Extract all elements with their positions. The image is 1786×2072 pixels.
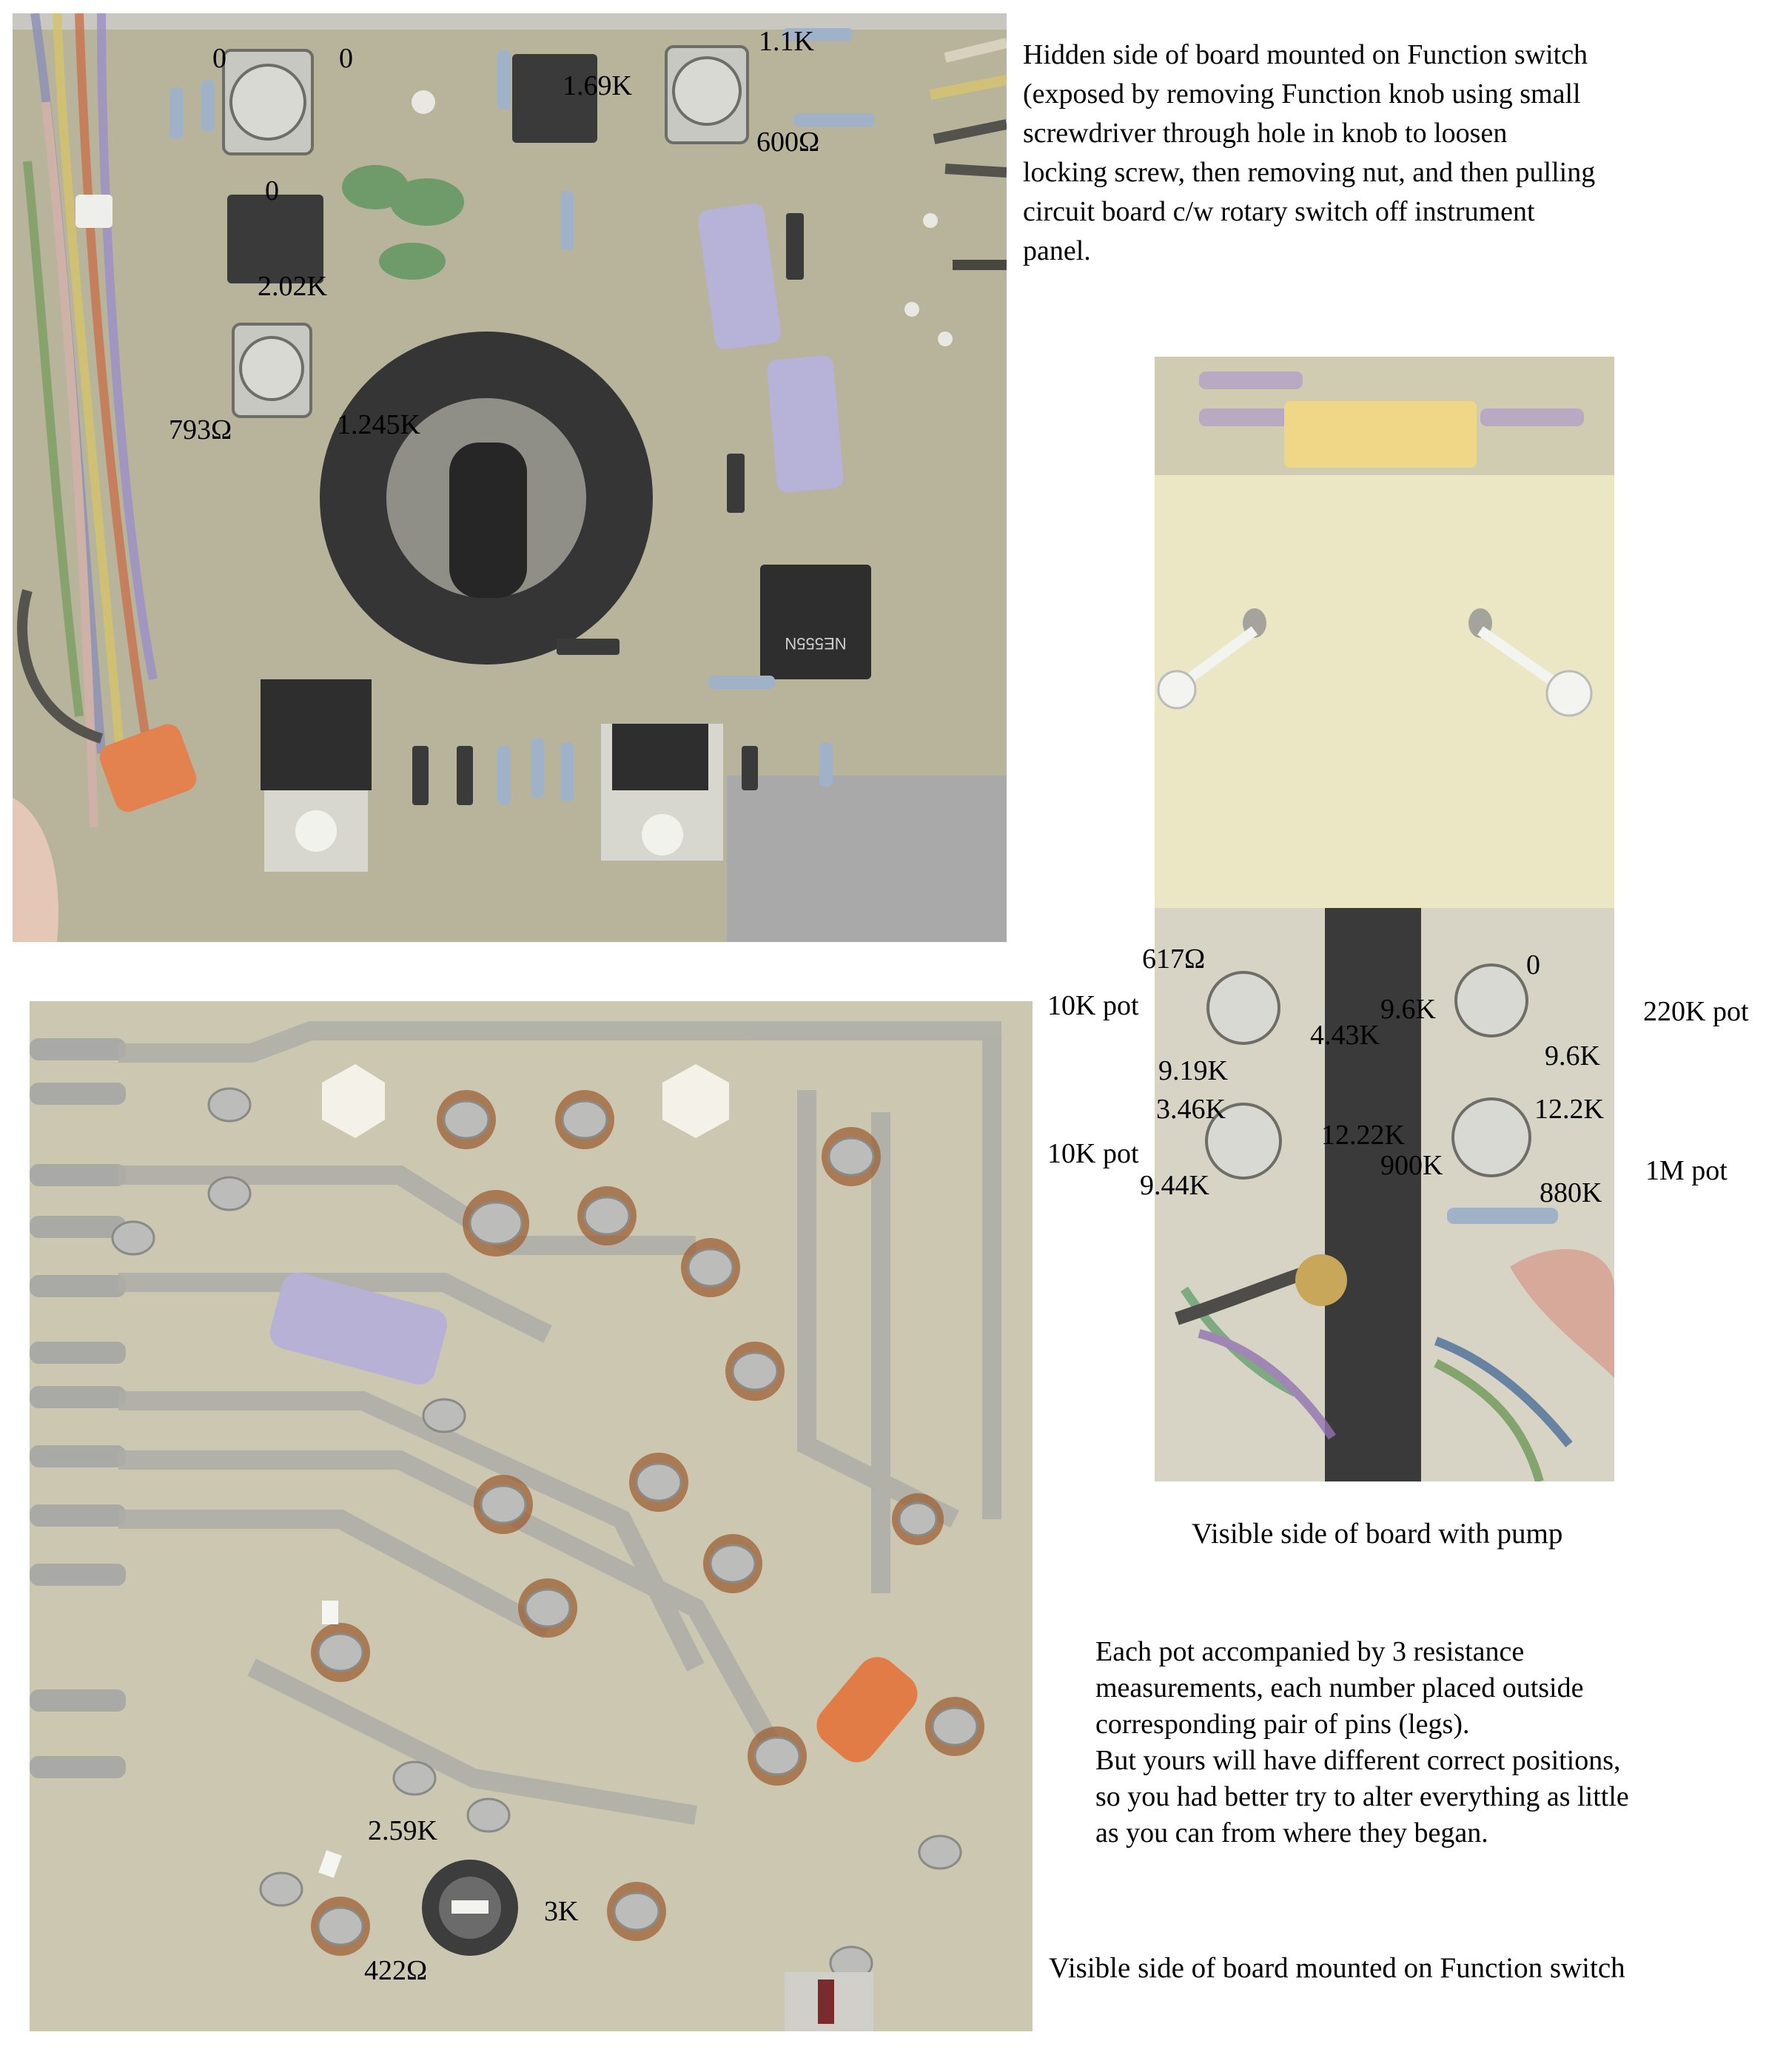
label-220k-pot: 220K pot <box>1643 996 1749 1027</box>
label-12-2k: 12.2K <box>1534 1094 1604 1125</box>
label-1m-pot: 1M pot <box>1645 1155 1728 1186</box>
pump-caption: Visible side of board with pump <box>1192 1518 1563 1550</box>
label-2-59k: 2.59K <box>368 1815 437 1846</box>
label-0-a: 0 <box>212 43 226 74</box>
label-4-43k: 4.43K <box>1310 1020 1380 1051</box>
label-2-02k: 2.02K <box>258 271 327 302</box>
label-0-b: 0 <box>339 43 353 74</box>
label-1-1k: 1.1K <box>759 26 814 57</box>
ic-555-label: NE555N <box>785 634 846 653</box>
photo-function-board <box>30 1001 1033 2031</box>
label-617-ohm: 617Ω <box>1142 944 1206 975</box>
label-10k-pot-top: 10K pot <box>1047 990 1139 1021</box>
label-12-22k: 12.22K <box>1321 1120 1405 1151</box>
label-9-6k-a: 9.6K <box>1380 994 1436 1025</box>
label-9-44k: 9.44K <box>1140 1170 1209 1201</box>
function-board-caption: Visible side of board mounted on Functio… <box>1049 1952 1625 1984</box>
label-422-ohm: 422Ω <box>364 1955 428 1986</box>
label-600-ohm: 600Ω <box>756 127 820 158</box>
label-793-ohm: 793Ω <box>169 414 232 445</box>
label-zero-220k: 0 <box>1526 949 1540 980</box>
label-9-19k: 9.19K <box>1158 1055 1228 1086</box>
label-1-245k: 1.245K <box>337 409 420 440</box>
label-3k: 3K <box>544 1896 579 1927</box>
photo-pump-board <box>1155 357 1614 1481</box>
label-900k: 900K <box>1380 1150 1443 1181</box>
photo-hidden-side-board: NE555N <box>13 13 1007 942</box>
label-880k: 880K <box>1540 1177 1602 1208</box>
label-10k-pot-bottom: 10K pot <box>1047 1138 1139 1169</box>
hidden-side-description: Hidden side of board mounted on Function… <box>1023 39 1596 266</box>
instructions-text: Each pot accompanied by 3 resistance mea… <box>1095 1636 1629 1849</box>
label-0-c: 0 <box>265 175 279 206</box>
label-3-46k: 3.46K <box>1156 1094 1226 1125</box>
label-9-6k-b: 9.6K <box>1545 1040 1600 1072</box>
label-1-69k: 1.69K <box>563 70 632 101</box>
